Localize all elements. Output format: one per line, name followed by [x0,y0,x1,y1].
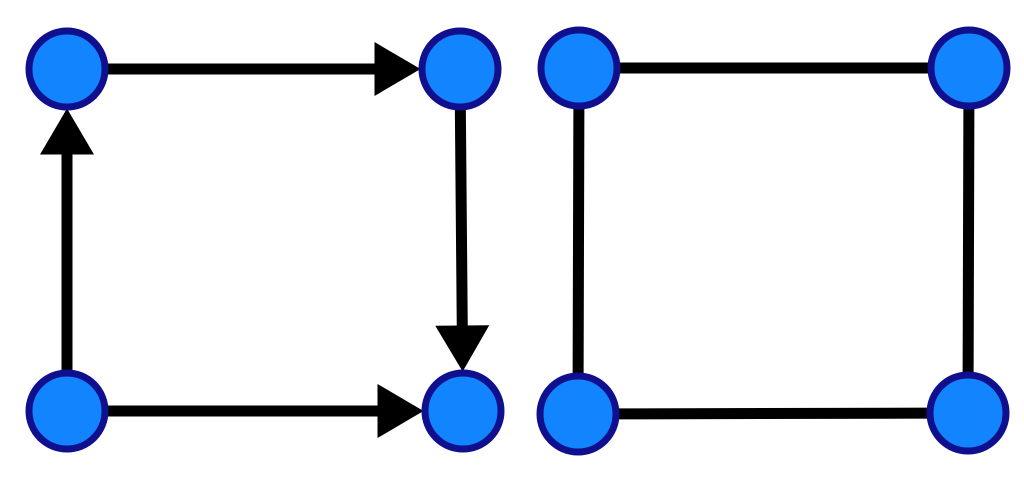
edge-line [617,407,929,420]
node-L-TR[interactable] [418,27,502,111]
node-L-BR[interactable] [421,369,505,453]
node-circle[interactable] [421,369,505,453]
node-R-TR[interactable] [927,26,1011,110]
edge-layer [572,62,975,420]
node-R-TL[interactable] [537,26,621,110]
node-circle[interactable] [25,369,109,453]
graph-directed-square-graph [25,27,505,453]
arrowhead-icon [377,384,424,438]
arrowhead-icon [435,325,490,372]
edge-R-TL-to-R-BL[interactable] [572,107,585,375]
edge-layer [40,42,490,438]
node-circle[interactable] [418,27,502,111]
node-L-BL[interactable] [25,369,109,453]
node-circle[interactable] [537,26,621,110]
edge-line [572,107,585,375]
node-circle[interactable] [927,26,1011,110]
edge-R-TR-to-R-BR[interactable] [962,107,975,374]
edge-L-TL-to-L-TR[interactable] [106,42,421,96]
edge-L-BL-to-L-BR[interactable] [106,384,424,438]
arrowhead-icon [40,108,94,155]
edge-line [454,108,468,327]
edge-L-BL-to-L-TL[interactable] [40,108,94,372]
edge-L-TR-to-L-BR[interactable] [435,108,490,372]
node-L-TL[interactable] [25,27,109,111]
edge-R-BL-to-R-BR[interactable] [617,407,929,420]
node-layer [536,26,1011,456]
node-circle[interactable] [536,372,620,456]
node-R-BR[interactable] [926,371,1010,455]
node-circle[interactable] [926,371,1010,455]
graph-undirected-square-graph [536,26,1011,456]
node-layer [25,27,505,453]
node-circle[interactable] [25,27,109,111]
edge-line [962,107,975,374]
arrowhead-icon [374,42,421,96]
node-R-BL[interactable] [536,372,620,456]
